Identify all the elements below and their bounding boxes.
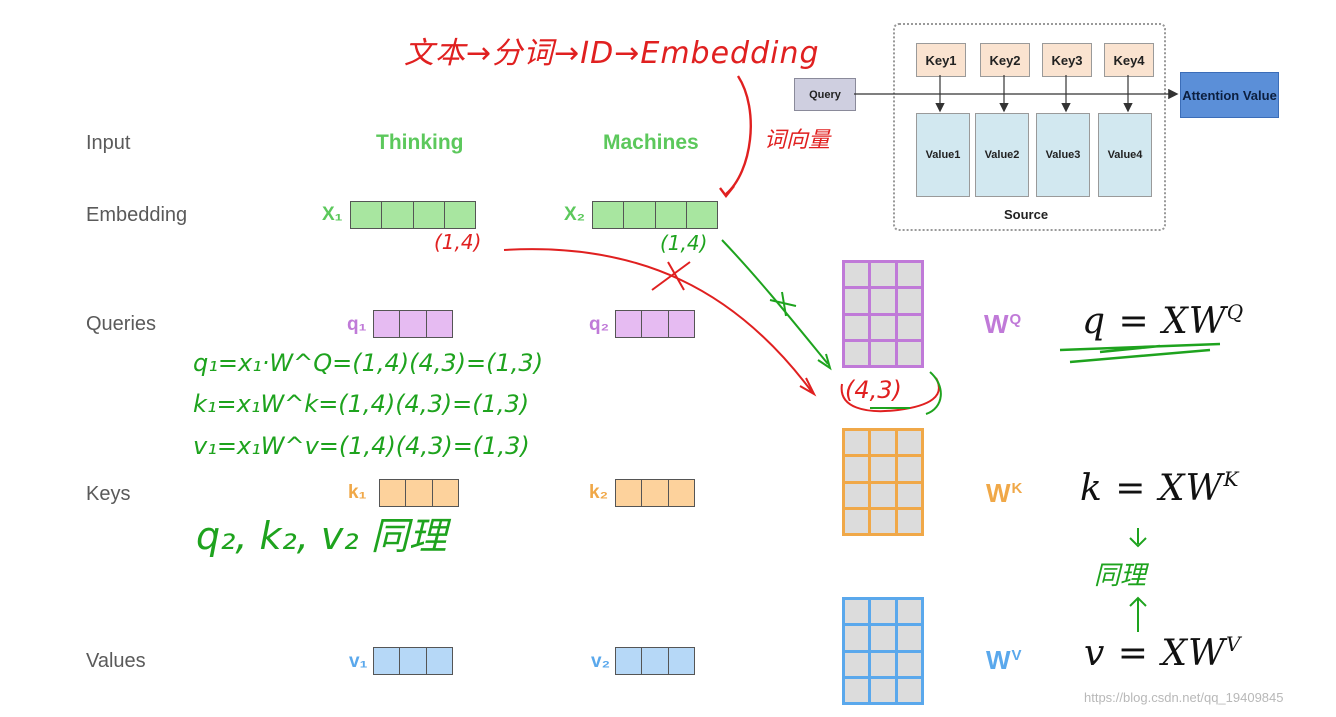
value-box-4: Value4 [1098, 113, 1152, 197]
v1-vector [373, 647, 453, 675]
handwritten-same-right: 同理 [1094, 561, 1147, 591]
red-arrow-shape [503, 248, 813, 393]
source-container [893, 23, 1166, 231]
x2-label: X₂ [564, 204, 586, 225]
handwritten-eq-v: v₁=x₁W^v=(1,4)(4,3)=(1,3) [193, 432, 530, 460]
row-label-queries: Queries [86, 313, 157, 335]
v2-vector [615, 647, 695, 675]
q1-label: q₁ [347, 314, 367, 335]
handwritten-same-left: q₂, k₂, v₂ 同理 [196, 514, 447, 558]
handwritten-pipeline: 文本→分词→ID→Embedding [404, 36, 820, 71]
wq-label: WQ [984, 309, 1022, 339]
red-cross [651, 261, 691, 291]
key-box-2: Key2 [980, 43, 1030, 77]
handwritten-word-vector: 词向量 [764, 128, 831, 153]
handwritten-shape-w: (4,3) [845, 376, 902, 404]
green-underline [1059, 342, 1221, 364]
q1-vector [373, 310, 453, 338]
input-word-thinking: Thinking [376, 131, 464, 154]
v2-label: v₂ [591, 651, 611, 672]
k2-label: k₂ [589, 482, 609, 503]
key-box-1: Key1 [916, 43, 966, 77]
q2-label: q₂ [589, 314, 610, 335]
attention-value-box: Attention Value [1180, 72, 1279, 118]
x2-vector [592, 201, 718, 229]
k1-label: k₁ [348, 482, 367, 503]
q2-vector [615, 310, 695, 338]
k1-vector [379, 479, 459, 507]
value-box-1: Value1 [916, 113, 970, 197]
input-word-machines: Machines [603, 131, 699, 154]
red-arrow-embedding [725, 75, 752, 195]
source-label: Source [1004, 207, 1049, 222]
row-label-values: Values [86, 650, 146, 672]
key-box-3: Key3 [1042, 43, 1092, 77]
formula-k: k = XWK [1080, 467, 1240, 509]
handwritten-eq-q: q₁=x₁·W^Q=(1,4)(4,3)=(1,3) [193, 349, 544, 377]
value-box-3: Value3 [1036, 113, 1090, 197]
formula-v: v = XWV [1084, 632, 1242, 674]
wv-label: WV [986, 645, 1022, 675]
x1-label: X₁ [322, 204, 343, 225]
k2-vector [615, 479, 695, 507]
value-box-2: Value2 [975, 113, 1029, 197]
row-label-input: Input [86, 132, 131, 154]
wv-matrix [842, 597, 924, 705]
wk-matrix [842, 428, 924, 536]
row-label-keys: Keys [86, 483, 131, 505]
watermark: https://blog.csdn.net/qq_19409845 [1084, 690, 1284, 705]
handwritten-shape-x1: (1,4) [434, 230, 482, 254]
formula-q: q = XWQ [1082, 300, 1245, 342]
green-arrow-down [1129, 528, 1147, 548]
green-arrow-up [1129, 596, 1147, 632]
key-box-4: Key4 [1104, 43, 1154, 77]
wq-matrix [842, 260, 924, 368]
x1-vector [350, 201, 476, 229]
wk-label: WK [986, 478, 1023, 508]
handwritten-shape-x2: (1,4) [660, 231, 708, 255]
handwritten-eq-k: k₁=x₁W^k=(1,4)(4,3)=(1,3) [193, 390, 530, 418]
v1-label: v₁ [349, 651, 368, 672]
row-label-embedding: Embedding [86, 204, 188, 226]
